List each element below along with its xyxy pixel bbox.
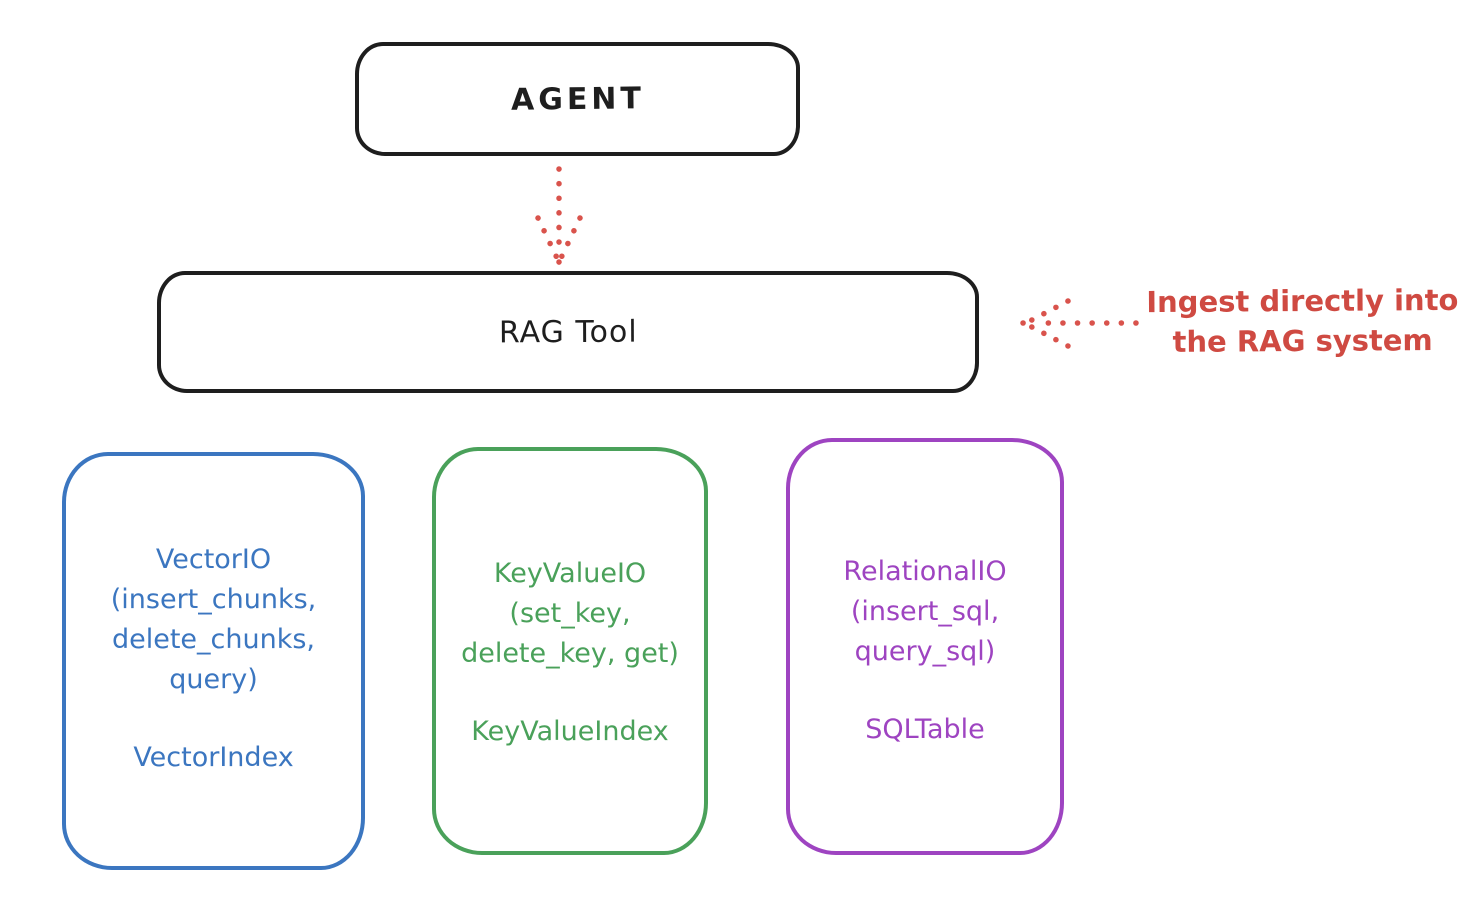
keyvalue-io-node: KeyValueIO (set_key, delete_key, get) Ke… (432, 447, 708, 855)
agent-to-rag-arrow (535, 166, 583, 265)
vector-io-methods: query) (169, 664, 258, 695)
spacer (790, 672, 1060, 710)
keyvalue-index-label: KeyValueIndex (471, 716, 669, 747)
relational-io-methods: query_sql) (854, 636, 996, 667)
relational-io-methods: (insert_sql, (850, 596, 1000, 627)
ingest-annotation-line: Ingest directly into (1146, 282, 1459, 320)
sql-table-label: SQLTable (865, 714, 985, 745)
keyvalue-io-title: KeyValueIO (493, 558, 647, 589)
ingest-annotation: Ingest directly into the RAG system (1130, 280, 1476, 362)
rag-tool-node: RAG Tool (157, 271, 979, 393)
ingest-annotation-arrow (1020, 298, 1139, 349)
vector-io-node: VectorIO (insert_chunks, delete_chunks, … (62, 452, 365, 870)
spacer (66, 700, 361, 738)
vector-io-methods: delete_chunks, (111, 624, 316, 655)
vector-io-methods: (insert_chunks, (110, 584, 317, 615)
vector-io-title: VectorIO (155, 544, 272, 575)
ingest-annotation-line: the RAG system (1172, 323, 1433, 359)
keyvalue-io-methods: delete_key, get) (461, 638, 679, 669)
relational-io-title: RelationalIO (843, 556, 1007, 587)
agent-label: AGENT (510, 80, 645, 118)
relational-io-node: RelationalIO (insert_sql, query_sql) SQL… (786, 438, 1064, 855)
agent-node: AGENT (355, 42, 800, 156)
spacer (436, 674, 704, 712)
vector-index-label: VectorIndex (133, 742, 294, 773)
keyvalue-io-methods: (set_key, (509, 598, 631, 629)
rag-tool-label: RAG Tool (498, 314, 638, 350)
